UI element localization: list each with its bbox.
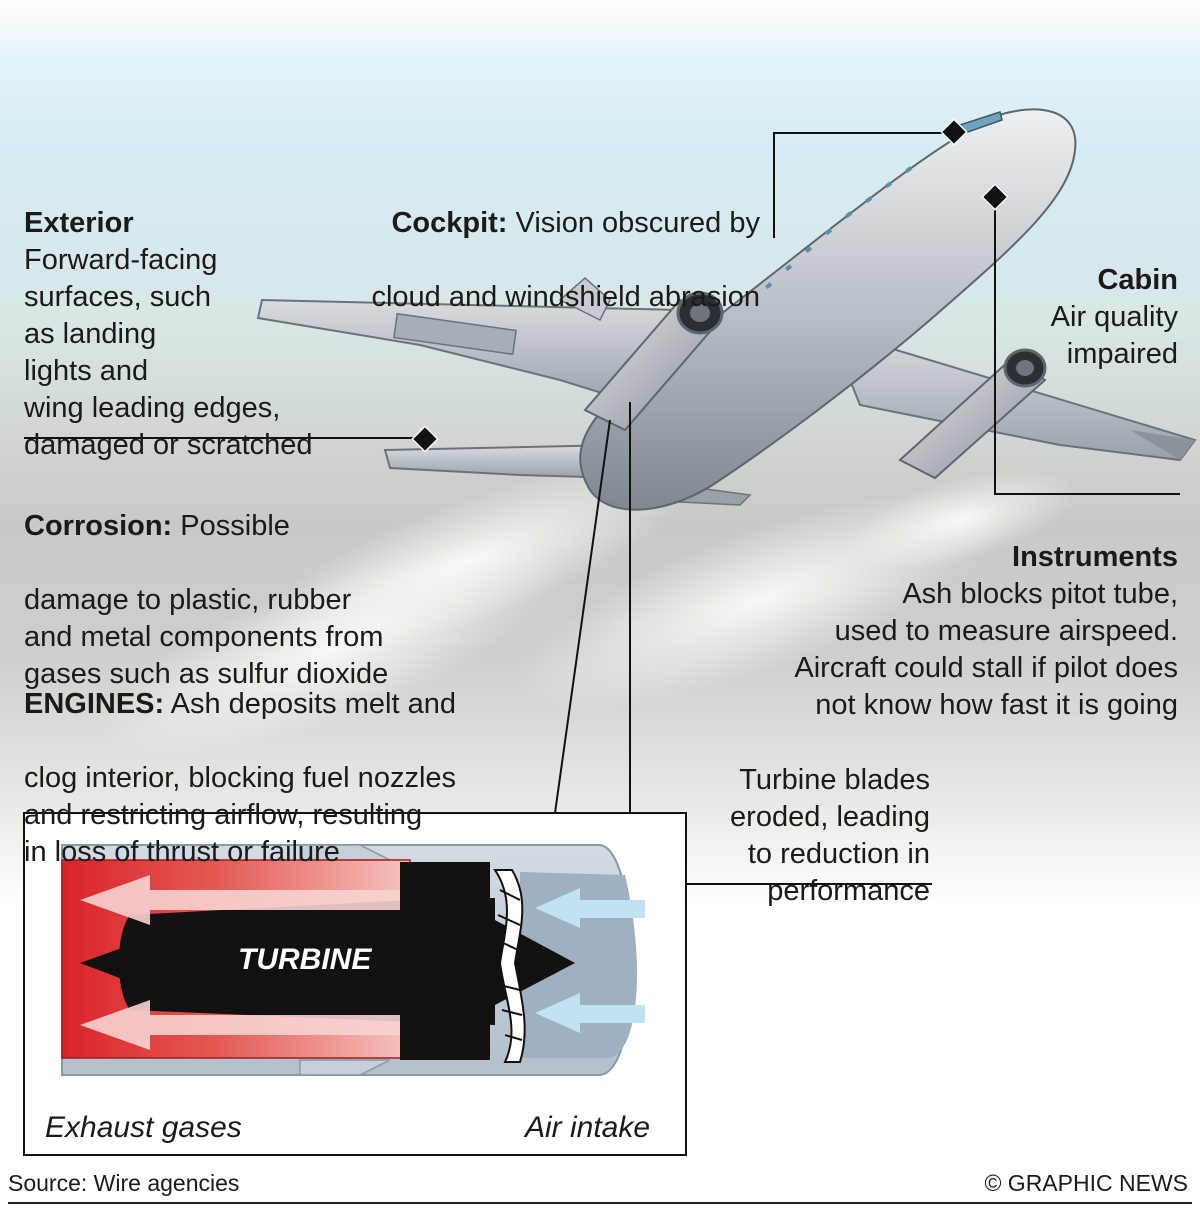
instruments-callout: Instruments Ash blocks pitot tube, used … [794, 502, 1178, 761]
cockpit-text-line2: cloud and windshield abrasion [371, 281, 760, 313]
exterior-text: Forward-facing surfaces, such as landing… [24, 244, 313, 461]
cabin-text: Air quality impaired [1050, 301, 1178, 370]
corrosion-title: Corrosion: [24, 510, 173, 542]
engines-text-line1: Ash deposits melt and [164, 688, 456, 720]
cockpit-title: Cockpit: [391, 207, 508, 239]
contrails [93, 463, 1077, 758]
turbine-label: TURBINE [238, 943, 372, 976]
engines-text: clog interior, blocking fuel nozzles and… [24, 762, 457, 868]
engines-callout: ENGINES: Ash deposits melt and clog inte… [24, 649, 456, 908]
air-intake-label: Air intake [525, 1111, 651, 1144]
turbine-blades-callout: Turbine blades eroded, leading to reduct… [730, 725, 930, 947]
instruments-title: Instruments [1012, 541, 1178, 573]
source-note: Source: Wire agencies [8, 1170, 240, 1196]
cabin-callout: Cabin Air quality impaired [1051, 225, 1178, 410]
cockpit-callout: Cockpit: Vision obscured by cloud and wi… [371, 168, 760, 353]
exterior-title: Exterior [24, 207, 134, 239]
footer-rule [8, 1202, 1192, 1204]
aircraft-illustration [256, 108, 1197, 511]
turbine-blades-text: Turbine blades eroded, leading to reduct… [730, 764, 930, 907]
cockpit-text-line1: Vision obscured by [507, 207, 760, 239]
corrosion-text: damage to plastic, rubber and metal comp… [24, 584, 389, 690]
instruments-text: Ash blocks pitot tube, used to measure a… [794, 578, 1178, 721]
corrosion-text-line1: Possible [172, 510, 290, 542]
exhaust-gases-label: Exhaust gases [45, 1111, 242, 1144]
exterior-callout: Exterior Forward-facing surfaces, such a… [24, 168, 313, 501]
engines-title: ENGINES: [24, 688, 165, 720]
corrosion-callout: Corrosion: Possible damage to plastic, r… [24, 471, 388, 730]
cabin-title: Cabin [1097, 264, 1178, 296]
engine-cutaway [61, 844, 645, 1076]
credit-note: © GRAPHIC NEWS [984, 1170, 1188, 1196]
